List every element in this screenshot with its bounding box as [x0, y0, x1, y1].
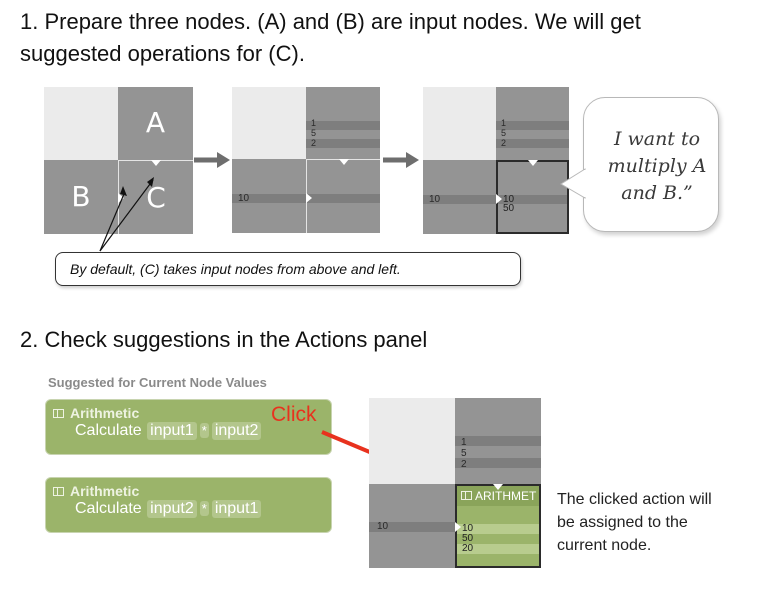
action-card-1[interactable]: Arithmetic Calculate input1*input2 — [45, 399, 332, 455]
result-grid: 1 5 2 10 ARITHMET 10 50 20 — [369, 398, 541, 568]
node-b-values[interactable]: 10 — [232, 159, 306, 233]
input-from-left-marker — [306, 193, 312, 203]
empty-cell — [423, 87, 496, 160]
value-left: 10 — [238, 193, 250, 204]
table-icon — [461, 491, 472, 500]
value-row-3: 2 — [501, 138, 507, 148]
action-card-formula: Calculate input1*input2 — [75, 422, 262, 440]
step2-heading: 2. Check suggestions in the Actions pane… — [20, 327, 428, 352]
input-from-above-marker — [493, 484, 503, 490]
speech-bubble: I want to multiply A and B.” — [583, 97, 719, 232]
current-value-3: 20 — [462, 543, 474, 554]
current-value-1: 10 — [503, 194, 515, 205]
node-b[interactable]: B — [44, 160, 118, 234]
grid-panel-1: A B C — [44, 87, 193, 234]
empty-cell — [232, 87, 306, 159]
node-a-values[interactable]: 1 5 2 — [455, 398, 541, 484]
arg-chip-1: input2 — [147, 500, 197, 518]
empty-cell — [369, 398, 455, 484]
result-caption-line1: The clicked action will — [557, 491, 712, 508]
value-row-1: 1 — [501, 118, 507, 128]
node-a[interactable]: A — [118, 87, 193, 160]
operator-chip: * — [199, 501, 209, 516]
current-value-2: 50 — [462, 533, 474, 544]
step1-heading-line1: 1. Prepare three nodes. (A) and (B) are … — [20, 9, 641, 34]
action-card-category: Arithmetic — [70, 483, 140, 499]
assigned-node[interactable]: ARITHMET 10 50 20 — [455, 484, 541, 568]
callout-text: By default, (C) takes input nodes from a… — [70, 261, 401, 277]
empty-cell — [44, 87, 118, 160]
node-c-empty[interactable] — [306, 159, 380, 233]
flow-arrow-1 — [194, 152, 230, 168]
input-from-left-marker — [496, 194, 502, 204]
node-b-label: B — [71, 180, 91, 213]
callout-pointer-arrows — [99, 177, 154, 252]
flow-arrow-2 — [383, 152, 419, 168]
speech-bubble-text: I want to multiply A and B.” — [607, 128, 707, 204]
node-c[interactable]: C — [118, 160, 193, 234]
node-b-values[interactable]: 10 — [369, 484, 455, 568]
input-from-above-marker — [339, 159, 349, 165]
actions-panel-header: Suggested for Current Node Values — [48, 375, 267, 390]
value-row-3: 2 — [311, 138, 317, 148]
result-caption-line2: be assigned to the — [557, 514, 688, 531]
default-inputs-callout: By default, (C) takes input nodes from a… — [55, 252, 521, 286]
value-row-2: 5 — [461, 448, 467, 459]
action-card-formula: Calculate input2*input1 — [75, 500, 262, 518]
node-b-values[interactable]: 10 — [423, 160, 496, 234]
click-label: Click — [271, 403, 317, 426]
current-node[interactable]: 10 50 — [496, 160, 569, 234]
step1-heading-line2: suggested operations for (C). — [20, 41, 305, 66]
action-card-category: Arithmetic — [70, 405, 140, 421]
table-icon — [53, 409, 64, 418]
grid-panel-2: 1 5 2 10 — [232, 87, 380, 233]
arg-chip-2: input2 — [211, 422, 262, 440]
node-a-values[interactable]: 1 5 2 — [306, 87, 380, 159]
arg-chip-2: input1 — [211, 500, 262, 518]
node-a-values[interactable]: 1 5 2 — [496, 87, 569, 160]
current-value-1: 10 — [462, 523, 474, 534]
input-from-above-marker — [151, 160, 161, 166]
arg-chip-1: input1 — [147, 422, 197, 440]
value-row-2: 5 — [501, 128, 507, 138]
current-value-2: 50 — [503, 203, 515, 214]
grid-panel-3: 1 5 2 10 10 50 — [423, 87, 569, 234]
operator-chip: * — [199, 423, 209, 438]
node-c-label: C — [146, 181, 166, 214]
speech-bubble-tail — [560, 168, 586, 199]
value-row-1: 1 — [311, 118, 317, 128]
table-icon — [53, 487, 64, 496]
verb: Calculate — [75, 500, 142, 517]
result-caption-line3: current node. — [557, 537, 652, 554]
value-row-1: 1 — [461, 437, 467, 448]
result-caption: The clicked action will be assigned to t… — [557, 488, 712, 557]
value-row-3: 2 — [461, 459, 467, 470]
verb: Calculate — [75, 422, 142, 439]
node-a-label: A — [145, 106, 166, 139]
value-row-2: 5 — [311, 128, 317, 138]
input-from-left-marker — [118, 193, 124, 203]
assigned-node-title: ARITHMET — [475, 489, 537, 503]
value-left: 10 — [377, 521, 389, 532]
value-left: 10 — [429, 194, 441, 205]
action-card-2[interactable]: Arithmetic Calculate input2*input1 — [45, 477, 332, 533]
input-from-left-marker — [455, 522, 461, 532]
input-from-above-marker — [528, 160, 538, 166]
